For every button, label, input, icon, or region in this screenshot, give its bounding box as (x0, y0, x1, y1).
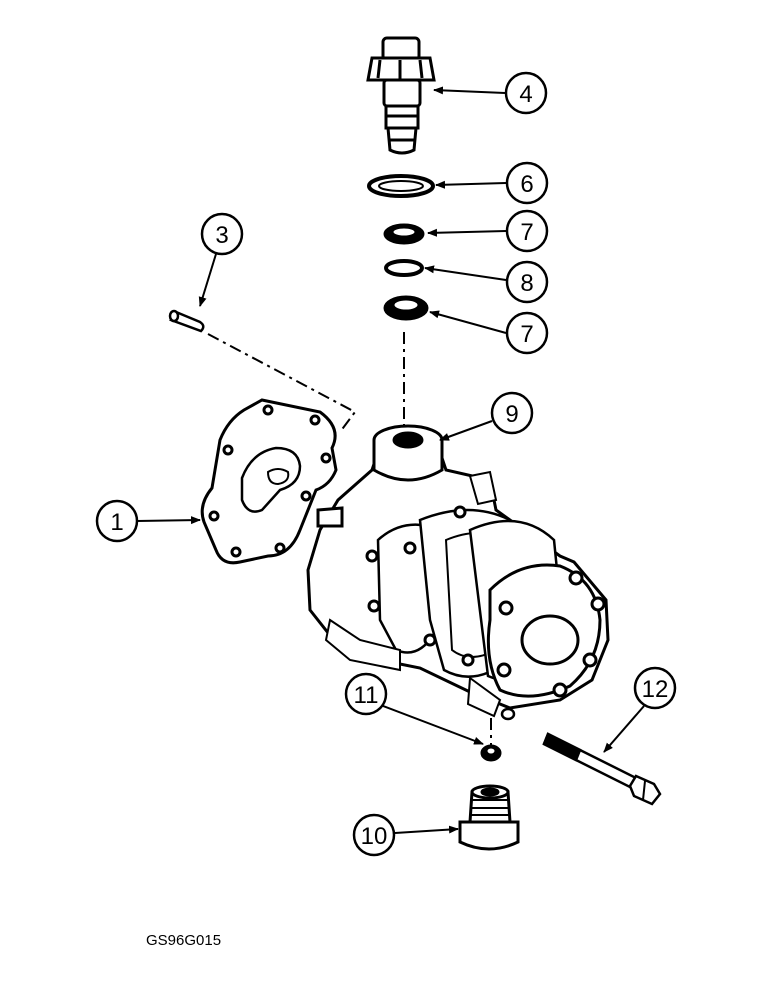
pump-body-9 (306, 424, 610, 718)
callout-bubble-10: 10 (352, 813, 396, 857)
callout-label-9: 9 (505, 401, 518, 428)
backup-ring-7-lower (383, 295, 429, 321)
callout-bubble-9: 9 (490, 391, 534, 435)
callout-bubble-3: 3 (200, 212, 244, 256)
callout-label-7-lower: 7 (520, 321, 533, 348)
callout-bubble-1: 1 (95, 499, 139, 543)
leader-lines (136, 86, 645, 834)
cap-screw-12 (500, 707, 662, 806)
callout-label-12: 12 (642, 676, 669, 703)
figure-code: GS96G015 (146, 932, 221, 949)
callout-label-7-upper: 7 (520, 219, 533, 246)
callout-label-10: 10 (361, 823, 388, 850)
callout-bubble-12: 12 (633, 666, 677, 710)
callout-label-1: 1 (110, 509, 123, 536)
callout-bubble-7-lower: 7 (505, 311, 549, 355)
callout-label-11: 11 (354, 682, 379, 709)
callout-bubble-11: 11 (344, 672, 388, 716)
callout-bubble-4: 4 (504, 71, 548, 115)
relief-valve-cartridge (366, 36, 436, 155)
callout-label-6: 6 (520, 171, 533, 198)
o-ring-8 (384, 259, 424, 277)
callout-label-4: 4 (519, 81, 532, 108)
drain-plug-10 (458, 784, 520, 851)
dowel-pin-3 (168, 309, 205, 333)
seal-washer-11 (480, 744, 502, 762)
callout-bubble-7-upper: 7 (505, 209, 549, 253)
o-ring-6 (367, 174, 435, 198)
callout-label-8: 8 (520, 270, 533, 297)
callout-label-3: 3 (215, 222, 228, 249)
callout-bubble-8: 8 (505, 260, 549, 304)
assembly-guide-lines (207, 332, 492, 745)
gasket-1 (200, 398, 338, 565)
backup-ring-7-upper (383, 223, 425, 245)
callout-bubble-6: 6 (505, 161, 549, 205)
